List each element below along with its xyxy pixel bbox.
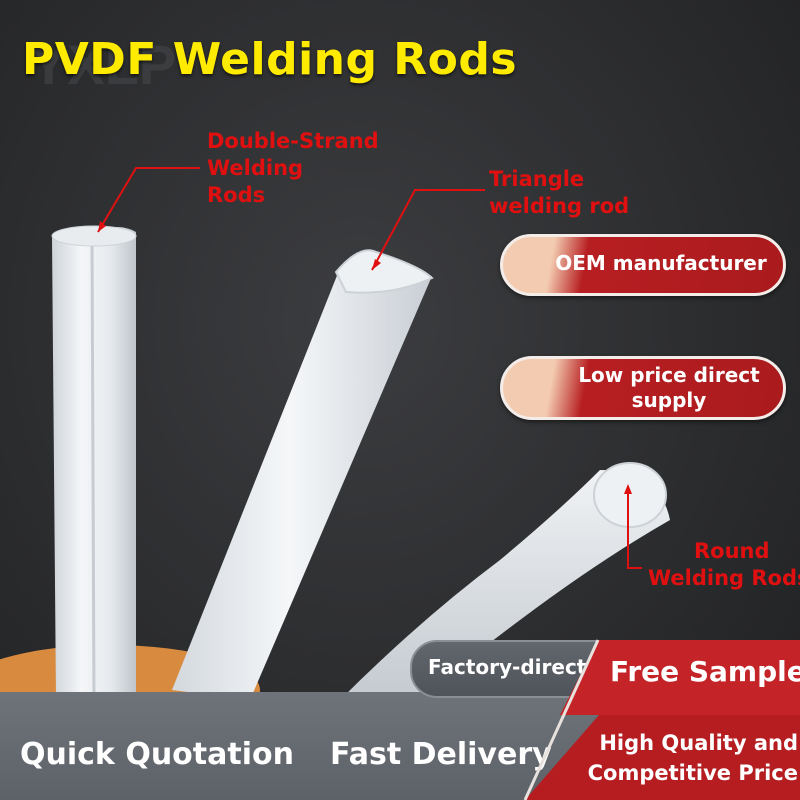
round-rod	[340, 470, 670, 700]
low-price-badge: Low price direct supply	[500, 356, 786, 420]
callout-line: Welding Rods	[648, 566, 800, 590]
callout-line: Double-Strand	[207, 129, 379, 153]
fast-delivery-label: Fast Delivery	[330, 737, 552, 772]
watermark-logo: YXLP	[30, 33, 176, 96]
page-title: PVDF Welding Rods	[22, 34, 518, 85]
free-sample-label: Free Sample	[610, 655, 800, 688]
quality-line: Competitive Price	[587, 761, 798, 785]
callout-triangle: Triangle welding rod	[489, 166, 629, 220]
quick-quotation-label: Quick Quotation	[20, 737, 294, 772]
triangle-rod	[172, 268, 432, 700]
quality-line: High Quality and	[599, 731, 798, 755]
oem-badge: OEM manufacturer	[500, 234, 786, 296]
badge-line: Low price direct	[578, 363, 760, 387]
quality-price-label: High Quality and Competitive Price	[562, 728, 798, 788]
callout-double-strand: Double-Strand Welding Rods	[207, 128, 379, 209]
callout-round: Round Welding Rods	[648, 538, 800, 592]
callout-line: Rods	[207, 183, 266, 207]
oem-badge-label: OEM manufacturer	[555, 251, 767, 275]
callout-line: Round	[693, 539, 770, 563]
callout-line: welding rod	[489, 194, 630, 218]
factory-direct-label: Factory-direct	[428, 655, 587, 679]
badge-line: supply	[631, 388, 707, 412]
factory-direct-tag: Factory-direct	[410, 640, 624, 698]
callout-line: Triangle	[489, 167, 585, 191]
low-price-badge-label: Low price direct supply	[563, 363, 775, 413]
callout-line: Welding	[207, 156, 304, 180]
